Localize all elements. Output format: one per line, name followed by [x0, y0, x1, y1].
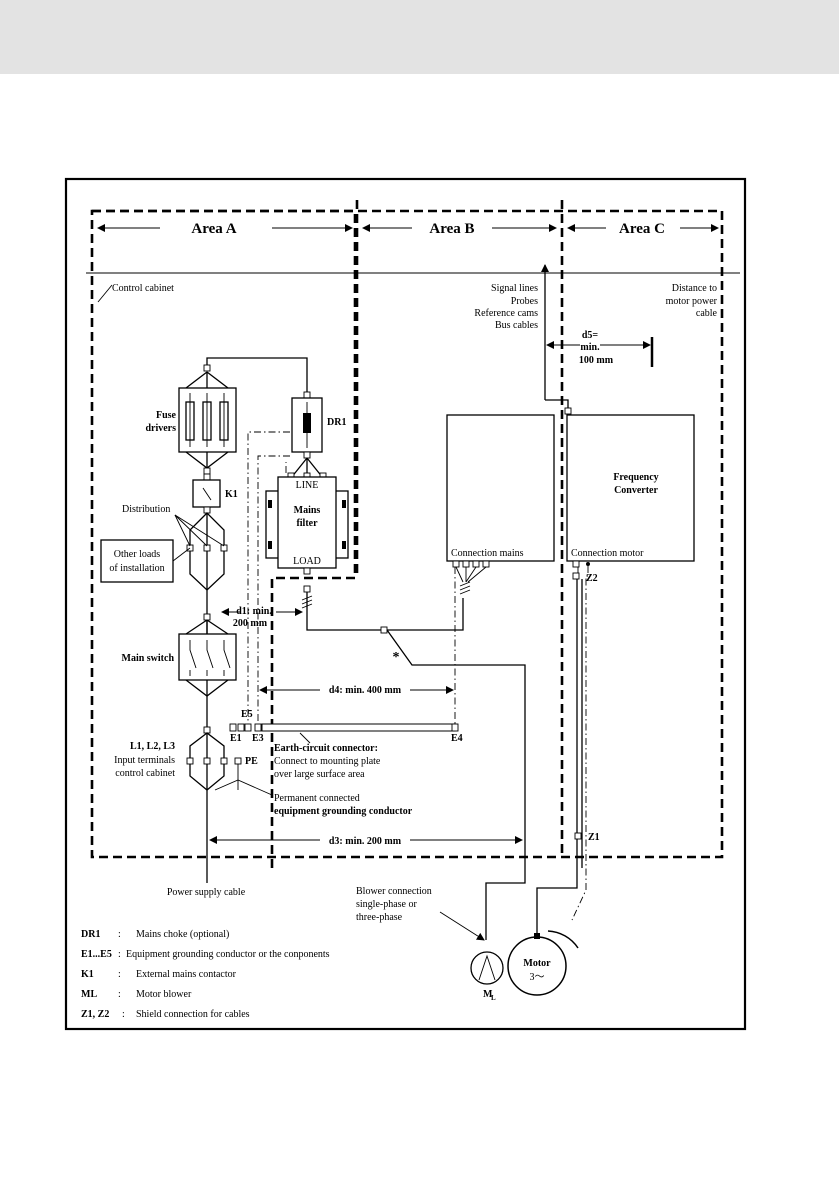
svg-text::: :: [118, 969, 121, 980]
earth-circuit-bar: [261, 723, 456, 732]
svg-text:ML: ML: [81, 989, 97, 1000]
z2-label: Z2: [586, 573, 598, 584]
svg-text:Other loads: Other loads: [114, 549, 160, 560]
mains-filter-box: [277, 476, 337, 569]
perm-bold-label: equipment grounding conductor: [274, 806, 413, 817]
svg-text:External mains contactor: External mains contactor: [136, 969, 237, 980]
svg-text:Z1, Z2: Z1, Z2: [81, 1009, 109, 1020]
svg-text::: :: [122, 1009, 125, 1020]
k1-label: K1: [225, 489, 238, 500]
cabinet-pointer: [97, 284, 113, 303]
motor-cable: [536, 868, 578, 933]
motor-phase-label: 3～: [530, 972, 545, 983]
input-terminals-label: L1, L2, L3: [130, 741, 175, 752]
svg-text:E1...E5: E1...E5: [81, 949, 112, 960]
z1-label: Z1: [588, 832, 600, 843]
svg-text:drivers: drivers: [145, 423, 176, 434]
svg-text::: :: [118, 989, 121, 1000]
svg-text:L: L: [491, 994, 496, 1002]
frequency-converter-box: [566, 414, 695, 562]
svg-text:Probes: Probes: [511, 296, 538, 307]
svg-text:DR1: DR1: [81, 929, 100, 940]
load-label: LOAD: [293, 556, 321, 567]
diagram-frame: [64, 177, 747, 1031]
svg-text:single-phase or: single-phase or: [356, 899, 417, 910]
frequency-converter-label: Frequency: [613, 472, 658, 483]
connection-mains-label: Connection mains: [451, 548, 524, 559]
svg-text:motor power: motor power: [666, 296, 718, 307]
svg-text:100 mm: 100 mm: [579, 355, 614, 366]
ml-label: M: [483, 989, 493, 1000]
svg-text:Equipment grounding conductor: Equipment grounding conductor or the con…: [126, 949, 330, 960]
control-cabinet-label: Control cabinet: [112, 283, 174, 294]
svg-text::: :: [118, 929, 121, 940]
area-a-boundary: [92, 209, 357, 872]
grounding-conductor-pointer: [214, 779, 273, 796]
svg-text:Shield connection for cables: Shield connection for cables: [136, 1009, 250, 1020]
blower-label: Blower connection: [356, 886, 432, 897]
power-supply-label: Power supply cable: [167, 887, 246, 898]
e1-label: E1: [230, 733, 242, 744]
perm-line-label: Permanent connected: [274, 793, 360, 804]
signal-cable-drop: [545, 399, 569, 410]
blower-cable: [386, 629, 526, 940]
mains-cable: [306, 592, 464, 631]
e5-label: E5: [241, 709, 253, 720]
line-label: LINE: [296, 480, 319, 491]
d3-label: d3: min. 200 mm: [329, 836, 402, 847]
mains-filter-label: Mains: [294, 505, 321, 516]
svg-text:200 mm: 200 mm: [233, 618, 268, 629]
earth-title: Earth-circuit connector:: [274, 743, 378, 754]
area-c-label: Area C: [619, 221, 665, 237]
svg-text:Connect to mounting plate: Connect to mounting plate: [274, 756, 381, 767]
e4-label: E4: [451, 733, 463, 744]
svg-text:three-phase: three-phase: [356, 912, 403, 923]
converter-mains-section: [446, 414, 555, 562]
dr1-label: DR1: [327, 417, 346, 428]
svg-text:Converter: Converter: [614, 485, 658, 496]
fuse-drivers-label: Fuse: [156, 410, 177, 421]
distribution-label: Distribution: [122, 504, 170, 515]
input-terminals-block: [189, 732, 225, 791]
d1-label: d1: min.: [236, 606, 272, 617]
svg-text:Motor blower: Motor blower: [136, 989, 192, 1000]
area-b-label: Area B: [429, 221, 474, 237]
area-a-label: Area A: [191, 221, 236, 237]
svg-text::: :: [118, 949, 121, 960]
main-switch-box: [178, 633, 237, 681]
legend: DR1 : Mains choke (optional) E1...E5 : E…: [81, 929, 330, 1020]
fuse-drivers-box: [178, 387, 237, 453]
connection-motor-label: Connection motor: [571, 548, 644, 559]
svg-text:Mains choke (optional): Mains choke (optional): [136, 929, 229, 940]
d4-label: d4: min. 400 mm: [329, 685, 402, 696]
motor-label: Motor: [523, 958, 551, 969]
signal-lines-label: Signal lines: [491, 283, 538, 294]
svg-text:cable: cable: [696, 308, 718, 319]
svg-text:K1: K1: [81, 969, 94, 980]
distance-motor-label: Distance to: [672, 283, 717, 294]
svg-text:Bus cables: Bus cables: [495, 320, 538, 331]
star-mark: *: [393, 650, 400, 665]
svg-text:Reference cams: Reference cams: [474, 308, 538, 319]
svg-text:filter: filter: [296, 518, 318, 529]
main-switch-label: Main switch: [122, 653, 175, 664]
svg-text:Input terminals: Input terminals: [114, 755, 175, 766]
other-loads-box: [100, 539, 174, 583]
d5-label: d5=: [582, 330, 599, 341]
pe-label: PE: [245, 756, 258, 767]
svg-text:min.: min.: [580, 342, 600, 353]
svg-text:over large surface area: over large surface area: [274, 769, 365, 780]
e3-label: E3: [252, 733, 264, 744]
svg-text:control cabinet: control cabinet: [115, 768, 175, 779]
svg-text:of installation: of installation: [109, 563, 164, 574]
page-header-band: [0, 0, 839, 74]
overall-dashed-boundary: [90, 209, 724, 859]
motor-blower-symbol: [470, 951, 504, 985]
